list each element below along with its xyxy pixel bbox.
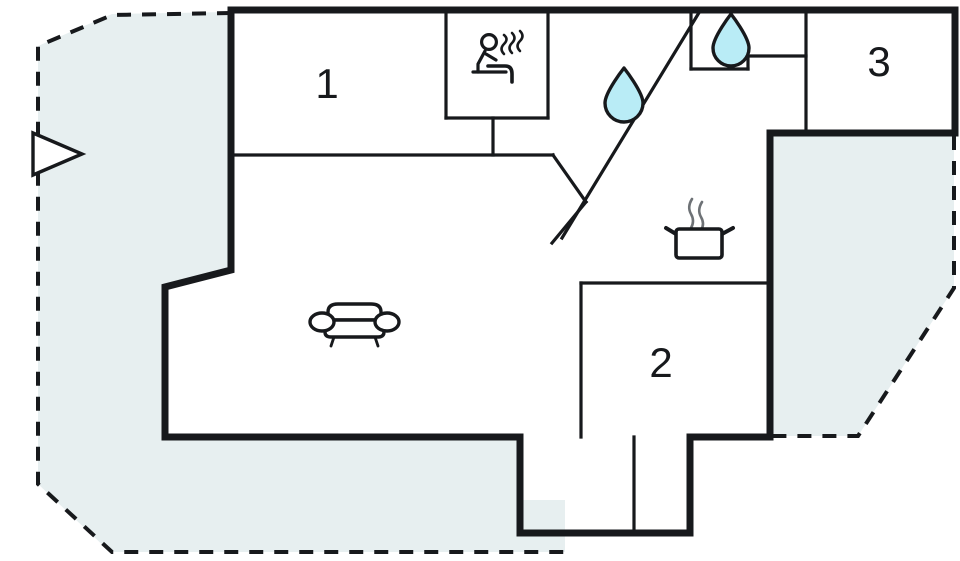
- water-drop-shape-toilet: [711, 12, 751, 68]
- terrace-dashed-outline: [36, 11, 956, 554]
- cooking-pot-steam: [687, 197, 705, 232]
- terrace-boundary-right: [772, 136, 956, 438]
- sofa-seat: [323, 318, 386, 339]
- sauna-person-head: [480, 32, 499, 51]
- water-drop-icon: [711, 12, 751, 68]
- sauna-person-torso: [476, 49, 487, 74]
- room-number-3: 3: [867, 38, 890, 85]
- water-drop-icon: [603, 66, 645, 124]
- sofa-backrest: [326, 302, 383, 322]
- terrace-boundary-left: [36, 11, 566, 554]
- view-direction-triangle-icon: [31, 130, 87, 178]
- room-number-2: 2: [649, 339, 672, 386]
- terrace-area-right: [770, 134, 954, 436]
- sofa-icon: [308, 302, 401, 348]
- interior-wall-v-left: [550, 152, 589, 205]
- sauna-heat-wave-1: [500, 33, 508, 56]
- water-drop-shape-bathroom: [603, 66, 645, 124]
- exterior-walls: [161, 6, 959, 537]
- cooking-pot-body: [674, 227, 724, 260]
- sauna-person-legs: [486, 64, 514, 84]
- sofa-arm-right: [373, 311, 401, 333]
- interior-walls: [230, 8, 808, 535]
- sauna-person-arm: [484, 52, 498, 62]
- terrace-areas: [38, 12, 954, 552]
- sauna-heat-wave-3: [516, 29, 524, 53]
- sofa-leg-left: [329, 335, 336, 348]
- exterior-wall-outline: [161, 6, 959, 537]
- view-direction-triangle-shape: [31, 130, 87, 178]
- room-numbers: 1 2 3: [315, 38, 890, 386]
- sofa-arm-left: [308, 311, 336, 333]
- sauna-icon: [471, 29, 524, 84]
- room-number-1: 1: [315, 60, 338, 107]
- interior-wall-diagonal: [559, 8, 703, 241]
- sauna-heat-wave-2: [508, 31, 516, 55]
- cooking-pot-icon: [664, 197, 735, 260]
- sofa-leg-right: [373, 335, 380, 348]
- terrace-area-left: [38, 12, 565, 552]
